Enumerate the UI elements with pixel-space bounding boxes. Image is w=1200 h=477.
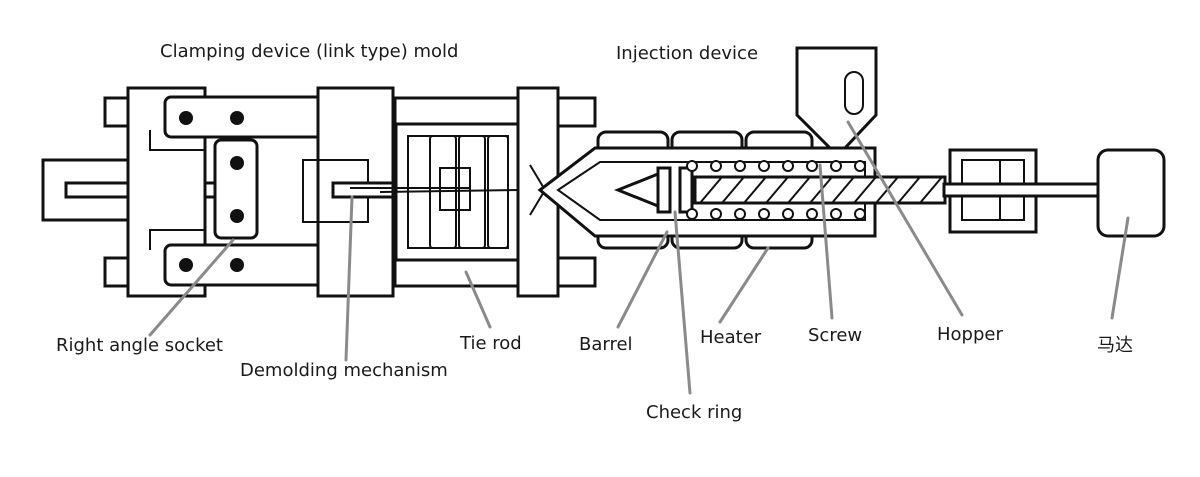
screw-flight-dots bbox=[686, 160, 866, 220]
label-screw: Screw bbox=[808, 325, 862, 346]
leader-right-angle-socket bbox=[148, 238, 235, 337]
moving-platen bbox=[302, 86, 395, 298]
injection-device-heading: Injection device bbox=[616, 43, 758, 64]
leader-tie-rod bbox=[464, 270, 492, 329]
label-check-ring: Check ring bbox=[646, 402, 742, 423]
motor bbox=[1096, 148, 1166, 238]
label-demolding-mechanism: Demolding mechanism bbox=[240, 360, 448, 381]
mold bbox=[350, 122, 522, 262]
leader-lines bbox=[148, 120, 1130, 395]
injection-device bbox=[537, 46, 1166, 250]
leader-check-ring bbox=[673, 210, 692, 395]
hopper bbox=[795, 46, 878, 150]
leader-motor bbox=[1110, 216, 1130, 320]
label-right-angle-socket: Right angle socket bbox=[56, 335, 223, 356]
leader-heater bbox=[718, 246, 770, 324]
leader-hopper bbox=[846, 120, 964, 317]
clamping-device bbox=[41, 86, 597, 298]
label-hopper: Hopper bbox=[937, 324, 1003, 345]
drive-shaft bbox=[942, 182, 1102, 198]
check-ring bbox=[613, 166, 694, 214]
leader-barrel bbox=[616, 230, 669, 329]
screw bbox=[686, 160, 947, 220]
fixed-platen bbox=[516, 86, 560, 298]
leader-demolding bbox=[344, 195, 354, 362]
label-heater: Heater bbox=[700, 327, 762, 348]
tie-rods bbox=[393, 96, 597, 288]
label-tie-rod: Tie rod bbox=[459, 333, 522, 354]
leader-screw bbox=[818, 163, 834, 320]
label-motor: 马达 bbox=[1097, 335, 1133, 356]
clamping-device-heading: Clamping device (link type) mold bbox=[160, 41, 458, 62]
label-barrel: Barrel bbox=[579, 334, 633, 355]
